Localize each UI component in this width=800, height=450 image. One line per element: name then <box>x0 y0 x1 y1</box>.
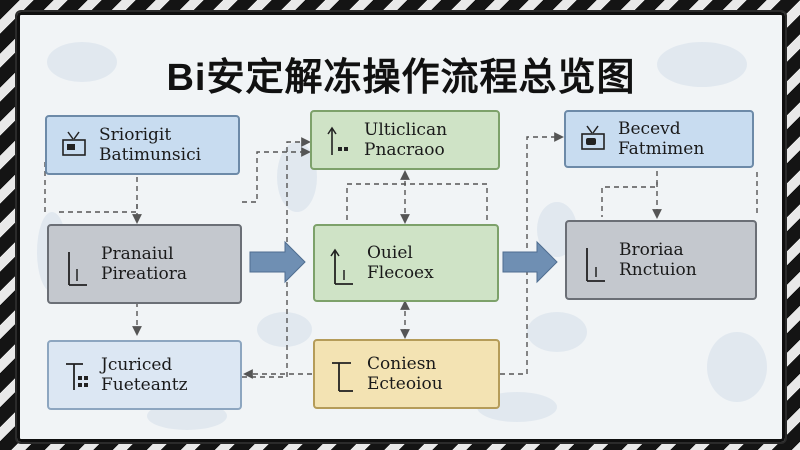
flow-arrow-2 <box>502 240 558 284</box>
node-n2-line2: Pireatiora <box>101 264 187 284</box>
node-n1-line2: Batimunsici <box>99 145 202 165</box>
node-n8-line2: Rnctuion <box>619 260 697 280</box>
connector-n4-n5-loop <box>346 183 488 220</box>
diagram-board: Bi安定解冻操作流程总览图 <box>15 10 787 444</box>
connector-layer <box>44 132 758 379</box>
chart-bracket-icon <box>329 248 357 285</box>
node-n6-line2: Ecteoiou <box>367 374 443 394</box>
bracket-dots-icon <box>63 360 91 390</box>
node-n2-line1: Pranaiul <box>101 243 174 264</box>
tv-icon <box>61 130 89 160</box>
node-n8-line1: Broriaa <box>619 239 684 260</box>
tv-icon <box>580 124 608 154</box>
node-n4-line1: Ulticlican <box>364 119 448 140</box>
chart-bracket-icon <box>581 245 609 282</box>
flow-arrow-1 <box>249 240 306 284</box>
node-n3-line1: Jcuriced <box>101 354 173 375</box>
node-n7-line1: Becevd <box>618 118 681 139</box>
chart-bracket-icon <box>63 249 91 286</box>
diagram-title: Bi安定解冻操作流程总览图 <box>166 57 636 99</box>
t-bracket-icon <box>329 359 357 392</box>
node-n1-line1: Sriorigit <box>99 124 172 145</box>
node-n5-line1: Ouiel <box>367 242 413 263</box>
arrow-up-icon <box>326 125 354 155</box>
node-n4-line2: Pnacraoo <box>364 140 445 160</box>
node-n3-line2: Fueteantz <box>101 375 188 395</box>
node-n6-line1: Coniesn <box>367 353 437 374</box>
node-n5-line2: Flecoex <box>367 263 434 283</box>
connector-n1-n2 <box>57 177 138 213</box>
connector-n1-n4 <box>242 147 311 203</box>
node-n7-line2: Fatmimen <box>618 139 705 159</box>
connector-n7-n8 <box>601 162 658 217</box>
